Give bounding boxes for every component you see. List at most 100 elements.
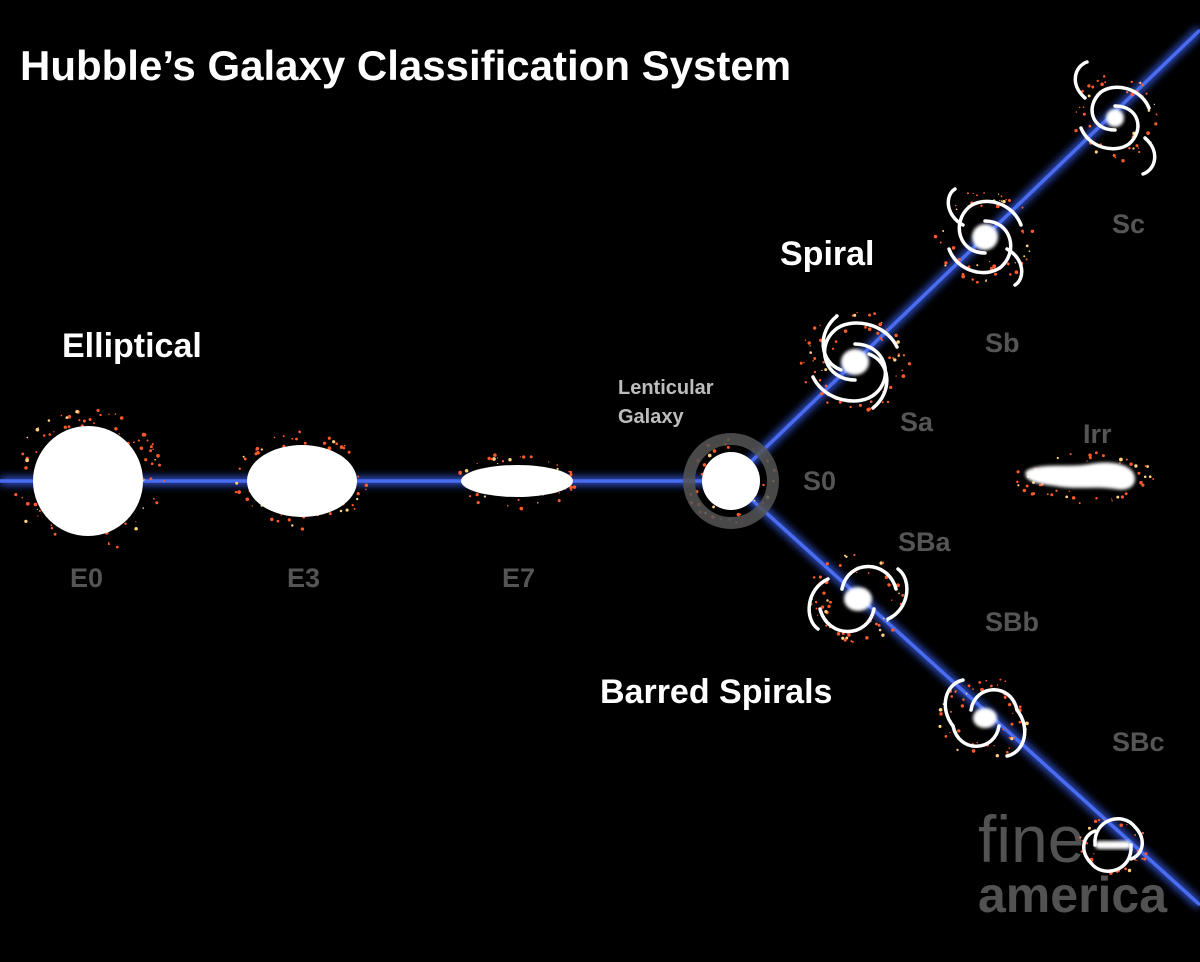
star-dot: [845, 555, 848, 558]
star-dot: [88, 418, 92, 421]
star-dot: [831, 347, 835, 350]
star-dot: [99, 413, 102, 417]
star-dot: [25, 458, 29, 463]
star-dot: [1023, 255, 1026, 258]
star-dot: [21, 452, 25, 456]
star-dot: [853, 554, 856, 557]
star-dot: [1078, 502, 1081, 505]
star-dot: [1028, 250, 1031, 253]
star-dot: [1119, 823, 1123, 827]
star-dot: [1143, 857, 1147, 861]
star-dot: [1119, 462, 1121, 464]
star-dot: [238, 467, 241, 470]
star-dot: [1094, 150, 1098, 154]
star-dot: [824, 610, 828, 614]
star-dot: [972, 688, 974, 690]
star-dot: [1141, 483, 1145, 487]
star-dot: [1148, 475, 1152, 479]
star-dot: [864, 326, 867, 329]
star-dot: [834, 340, 838, 343]
star-dot: [1088, 456, 1092, 460]
star-dot: [1016, 480, 1019, 484]
star-dot: [944, 261, 948, 265]
star-dot: [838, 400, 842, 404]
star-dot: [1005, 750, 1009, 754]
star-dot: [954, 691, 957, 694]
star-dot: [1127, 868, 1132, 873]
label-s0: S0: [803, 466, 836, 496]
star-dot: [243, 457, 247, 461]
star-dot: [818, 379, 822, 382]
star-dot: [50, 524, 53, 526]
star-dot: [1146, 465, 1150, 468]
star-dot: [276, 519, 280, 523]
star-dot: [1141, 83, 1144, 87]
barred-branch-line: [729, 479, 1200, 907]
star-dot: [824, 368, 828, 372]
star-dot: [108, 413, 110, 415]
star-dot: [1147, 109, 1151, 112]
elliptical-galaxies: [33, 426, 573, 536]
star-dot: [1093, 853, 1095, 855]
star-dot: [898, 592, 900, 595]
star-dot: [26, 436, 29, 439]
star-dot: [1111, 500, 1113, 502]
star-dot: [353, 507, 356, 510]
star-dot: [82, 419, 86, 423]
star-dot: [902, 354, 906, 357]
star-dot: [144, 458, 148, 462]
star-dot: [1134, 834, 1137, 836]
star-dot: [813, 370, 817, 374]
star-dot: [132, 441, 135, 444]
star-dot: [291, 524, 294, 527]
star-dot: [949, 731, 951, 734]
star-dot: [888, 356, 891, 360]
star-dot: [893, 358, 897, 362]
star-dot: [867, 407, 871, 411]
star-dot: [1088, 453, 1092, 457]
star-dot: [242, 455, 245, 458]
star-dot: [821, 369, 823, 372]
lenticular-core: [702, 452, 760, 510]
star-dot: [38, 509, 41, 512]
star-dot: [1136, 859, 1138, 862]
star-dot: [1004, 680, 1007, 682]
star-dot: [119, 416, 124, 420]
star-dot: [1025, 244, 1029, 248]
star-dot: [1012, 712, 1014, 714]
star-dot: [63, 425, 67, 429]
star-dot: [826, 401, 829, 404]
star-dot: [828, 601, 831, 603]
star-dot: [815, 607, 818, 610]
star-dot: [825, 562, 829, 566]
star-dot: [1091, 85, 1095, 89]
star-dot: [992, 264, 997, 269]
star-dot: [364, 483, 369, 488]
star-dot: [853, 313, 857, 317]
star-dot: [356, 497, 359, 501]
label-sc: Sc: [1112, 209, 1145, 239]
star-dot: [96, 408, 100, 412]
star-dot: [300, 527, 305, 531]
star-dot: [65, 416, 69, 419]
star-dot: [856, 312, 858, 314]
star-dot: [483, 495, 487, 498]
star-dot: [985, 279, 987, 282]
label-e0: E0: [70, 563, 103, 593]
star-dot: [154, 458, 156, 461]
star-dot: [1005, 198, 1007, 201]
star-dot: [956, 748, 959, 752]
star-dot: [962, 698, 965, 701]
star-dot: [339, 445, 344, 449]
star-dot: [245, 497, 250, 502]
star-dot: [114, 427, 118, 431]
star-dot: [895, 375, 897, 377]
star-dot: [328, 512, 332, 516]
star-dot: [282, 435, 285, 438]
star-dot: [517, 498, 520, 501]
star-dot: [1014, 270, 1019, 275]
star-dot: [813, 357, 817, 360]
star-dot: [519, 506, 524, 511]
star-dot: [347, 450, 351, 454]
